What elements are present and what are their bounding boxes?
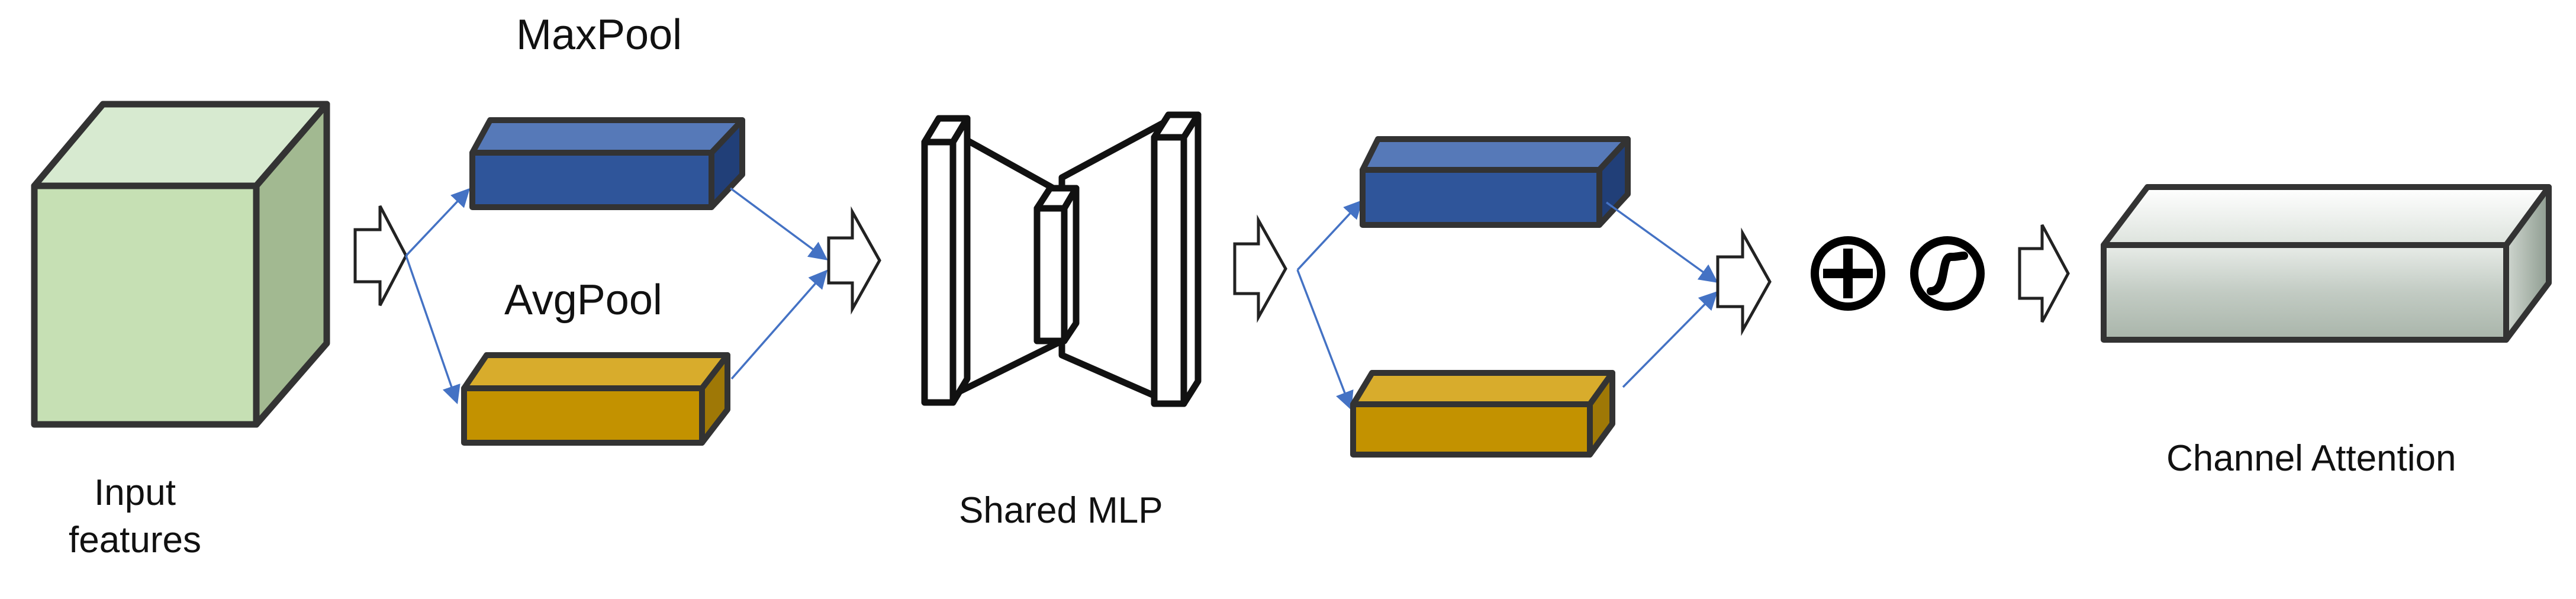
input-features-cube bbox=[31, 101, 330, 428]
avgpool-label: AvgPool bbox=[504, 276, 662, 324]
input-features-label: Input features bbox=[46, 471, 224, 563]
connector-maxpool-out bbox=[729, 187, 828, 260]
connector-to-blue-out bbox=[1296, 199, 1363, 271]
input-connectors bbox=[405, 188, 471, 404]
connector-to-gold-out bbox=[1296, 269, 1354, 410]
merge-connectors bbox=[1605, 201, 1718, 388]
connector-avgpool-out bbox=[730, 269, 828, 380]
maxpool-front-face bbox=[469, 150, 714, 210]
avgpool-top-face bbox=[461, 352, 730, 391]
mlp-output-gold-bar bbox=[1350, 370, 1615, 458]
shared-mlp-network bbox=[921, 111, 1202, 407]
sigmoid-icon bbox=[1910, 236, 1985, 311]
shared-mlp-label: Shared MLP bbox=[959, 490, 1163, 531]
mlp-output-blue-bar bbox=[1360, 136, 1631, 228]
mlp-left-layer bbox=[921, 115, 971, 406]
channel-attention-bar bbox=[2101, 184, 2552, 343]
maxpool-label: MaxPool bbox=[516, 11, 682, 59]
connector-to-avgpool bbox=[405, 255, 461, 404]
mlp-right-layer bbox=[1151, 111, 1202, 407]
hollow-arrow-2 bbox=[827, 206, 881, 315]
avgpool-bar bbox=[461, 352, 730, 446]
maxpool-bar bbox=[469, 117, 745, 210]
input-label-line2: features bbox=[68, 520, 202, 561]
mlp-out-connectors bbox=[1296, 199, 1363, 410]
connector-to-maxpool bbox=[405, 188, 471, 257]
hollow-arrow-1 bbox=[353, 205, 408, 307]
avgpool-front-face bbox=[461, 385, 705, 446]
hollow-arrow-3 bbox=[1233, 214, 1287, 323]
hollow-arrow-5 bbox=[2018, 224, 2070, 323]
mlp-center-layer bbox=[1033, 185, 1080, 344]
hollow-arrow-4 bbox=[1716, 227, 1772, 336]
plus-circle-icon bbox=[1811, 236, 1885, 311]
pool-to-mlp-connectors bbox=[729, 187, 828, 380]
maxpool-top-face bbox=[469, 117, 745, 156]
channel-attention-label: Channel Attention bbox=[2166, 438, 2456, 479]
input-cube-front-face bbox=[31, 182, 260, 428]
input-label-line1: Input bbox=[94, 472, 176, 513]
